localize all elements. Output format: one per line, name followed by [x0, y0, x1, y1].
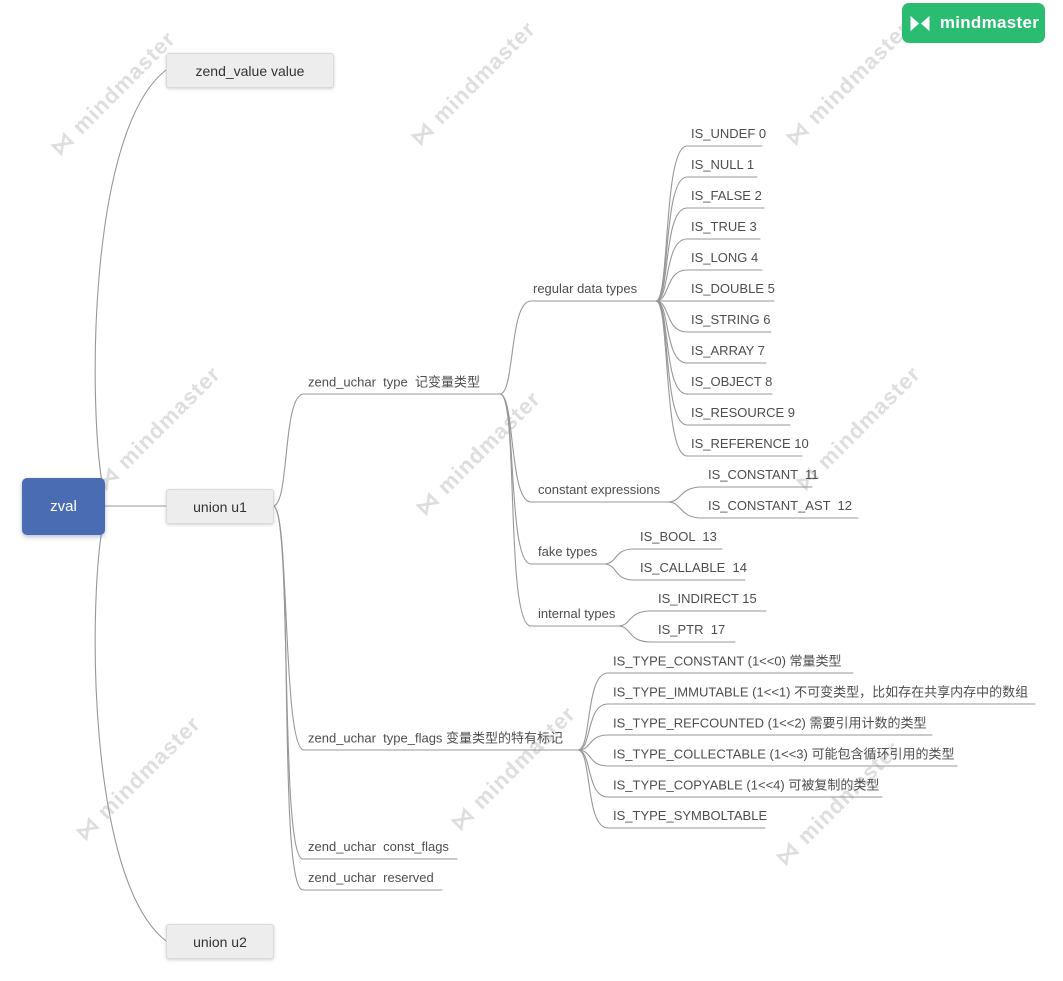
node-is-double[interactable]: IS_DOUBLE 5 [691, 280, 775, 296]
node-zend-uchar-type[interactable]: zend_uchar type 记变量类型 [308, 374, 480, 390]
node-is-type-constant[interactable]: IS_TYPE_CONSTANT (1<<0) 常量类型 [613, 653, 842, 669]
node-zend-uchar-reserved[interactable]: zend_uchar reserved [308, 869, 434, 885]
node-is-reference[interactable]: IS_REFERENCE 10 [691, 435, 809, 451]
node-is-type-copyable[interactable]: IS_TYPE_COPYABLE (1<<4) 可被复制的类型 [613, 777, 880, 793]
root-branch-lines [94, 69, 167, 942]
node-is-long[interactable]: IS_LONG 4 [691, 249, 759, 265]
node-is-callable[interactable]: IS_CALLABLE 14 [640, 559, 747, 575]
fake-types-lines [603, 548, 746, 581]
node-is-resource[interactable]: IS_RESOURCE 9 [691, 404, 796, 420]
node-is-bool[interactable]: IS_BOOL 13 [640, 528, 717, 544]
mindmaster-logo-text: mindmaster [939, 13, 1040, 32]
node-is-false[interactable]: IS_FALSE 2 [691, 187, 762, 203]
node-union-u1[interactable]: union u1 [166, 489, 274, 524]
node-is-type-symboltable[interactable]: IS_TYPE_SYMBOLTABLE [613, 807, 768, 823]
node-is-null[interactable]: IS_NULL 1 [691, 156, 755, 172]
node-is-array[interactable]: IS_ARRAY 7 [691, 342, 765, 358]
constant-expressions-lines [667, 486, 859, 519]
node-union-u2[interactable]: union u2 [166, 924, 274, 959]
node-is-constant-ast[interactable]: IS_CONSTANT_AST 12 [708, 497, 853, 513]
node-is-string[interactable]: IS_STRING 6 [691, 311, 771, 327]
type-branch-lines [499, 300, 669, 627]
node-is-indirect[interactable]: IS_INDIRECT 15 [658, 590, 757, 606]
internal-types-lines [617, 610, 767, 643]
node-is-true[interactable]: IS_TRUE 3 [691, 218, 757, 234]
node-is-type-collectable[interactable]: IS_TYPE_COLLECTABLE (1<<3) 可能包含循环引用的类型 [613, 746, 955, 762]
type-flags-lines [577, 672, 1036, 829]
node-fake-types[interactable]: fake types [538, 543, 598, 559]
node-zend-uchar-const-flags[interactable]: zend_uchar const_flags [308, 838, 449, 854]
regular-data-types-lines [655, 145, 803, 457]
node-zend-uchar-type-flags[interactable]: zend_uchar type_flags 变量类型的特有标记 [308, 730, 564, 746]
node-is-constant[interactable]: IS_CONSTANT 11 [708, 466, 819, 482]
node-is-type-refcounted[interactable]: IS_TYPE_REFCOUNTED (1<<2) 需要引用计数的类型 [613, 715, 927, 731]
mindmaster-logo-icon [910, 15, 930, 31]
node-constant-expressions[interactable]: constant expressions [538, 481, 661, 497]
node-regular-data-types[interactable]: regular data types [533, 280, 638, 296]
node-zval[interactable]: zval [22, 478, 105, 535]
node-is-type-immutable[interactable]: IS_TYPE_IMMUTABLE (1<<1) 不可变类型，比如存在共享内存中… [613, 684, 1029, 700]
node-zend-value-value[interactable]: zend_value value [166, 53, 334, 88]
node-internal-types[interactable]: internal types [538, 605, 616, 621]
mindmaster-logo[interactable]: mindmaster [902, 3, 1045, 43]
node-is-object[interactable]: IS_OBJECT 8 [691, 373, 773, 389]
node-is-ptr[interactable]: IS_PTR 17 [658, 621, 726, 637]
node-is-undef[interactable]: IS_UNDEF 0 [691, 125, 767, 141]
union-u1-branch-lines [272, 393, 579, 891]
